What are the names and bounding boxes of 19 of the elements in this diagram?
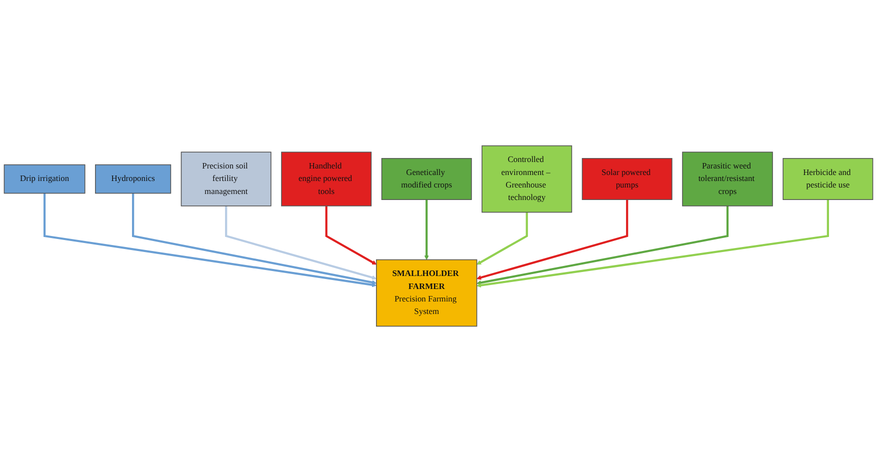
- arrow: [325, 206, 377, 265]
- arrow: [476, 200, 628, 280]
- arrow: [476, 212, 528, 265]
- arrow: [44, 193, 377, 288]
- node-box: Controlled environment – Greenhouse technology: [482, 145, 572, 213]
- node-box: Drip irrigation: [4, 164, 86, 194]
- node-box: Handheld engine powered tools: [281, 152, 372, 206]
- node-box: Parasitic weed tolerant/resistant crops: [682, 152, 773, 206]
- node-box: Hydroponics: [95, 164, 172, 194]
- node-box: Herbicide and pesticide use: [782, 158, 874, 200]
- arrow: [424, 200, 429, 260]
- arrow: [225, 206, 377, 280]
- arrow: [476, 206, 729, 285]
- node-box: Genetically modified crops: [381, 158, 472, 200]
- node-box: SMALLHOLDER FARMER Precision Farming System: [376, 259, 478, 327]
- arrow: [476, 200, 829, 288]
- node-box: Precision soil fertility management: [180, 152, 272, 206]
- node-box: Solar powered pumps: [582, 158, 672, 200]
- arrow: [132, 193, 377, 285]
